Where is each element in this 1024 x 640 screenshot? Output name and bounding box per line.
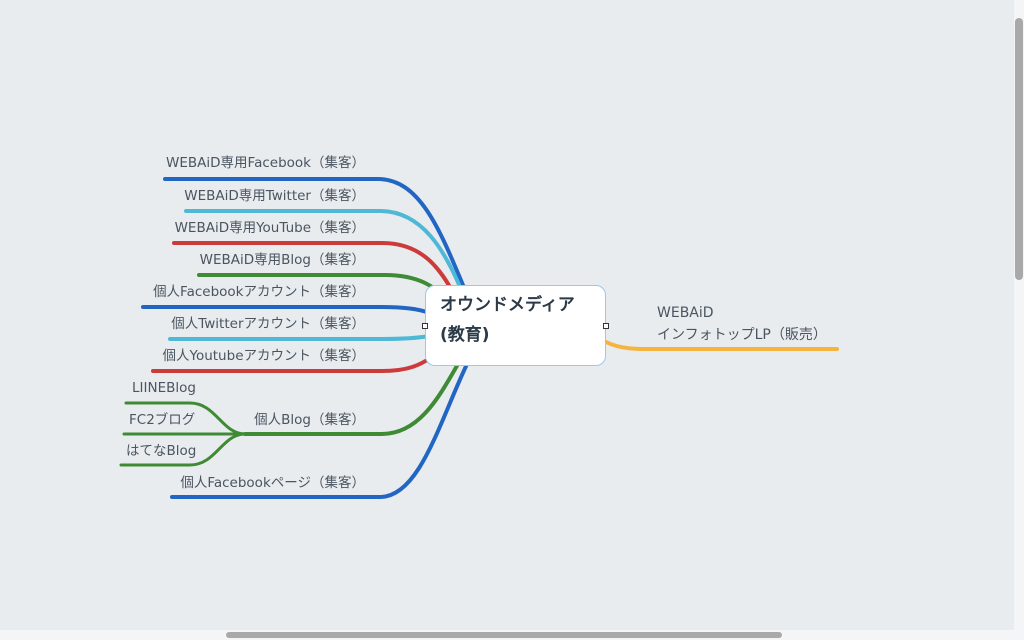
right-topic-label[interactable]: WEBAiD インフォトップLP（販売） <box>657 302 827 346</box>
subtopic-label[interactable]: FC2ブログ <box>129 411 195 428</box>
vertical-scrollbar-thumb[interactable] <box>1015 18 1023 280</box>
topic-label[interactable]: WEBAiD専用Twitter（集客） <box>184 187 365 204</box>
topic-label[interactable]: 個人Twitterアカウント（集客） <box>171 315 365 332</box>
branch-line <box>243 362 460 436</box>
branch-line <box>170 360 470 499</box>
topic-label[interactable]: WEBAiD専用Facebook（集客） <box>166 154 365 171</box>
right-topic-line2: インフォトップLP（販売） <box>657 327 827 343</box>
topic-label[interactable]: 個人Blog（集客） <box>254 411 365 428</box>
branch-line <box>184 209 465 296</box>
right-branch-line <box>604 340 839 352</box>
topic-label[interactable]: WEBAiD専用Blog（集客） <box>200 251 365 268</box>
topic-label[interactable]: 個人Youtubeアカウント（集客） <box>163 347 366 364</box>
left-resize-handle[interactable] <box>422 323 428 329</box>
root-topic-title[interactable]: オウンドメディア (教育) <box>440 290 600 350</box>
branch-line <box>163 177 467 292</box>
topic-label[interactable]: 個人Facebookページ（集客） <box>180 474 365 491</box>
topic-label[interactable]: WEBAiD専用YouTube（集客） <box>175 219 365 236</box>
right-resize-handle[interactable] <box>603 323 609 329</box>
horizontal-scrollbar-thumb[interactable] <box>226 632 782 638</box>
root-topic-line1: オウンドメディア <box>440 295 575 315</box>
sub-branch-line <box>119 432 247 467</box>
subtopic-label[interactable]: LIINEBlog <box>132 380 196 396</box>
subtopic-label[interactable]: はてなBlog <box>126 443 196 459</box>
topic-label[interactable]: 個人Facebookアカウント（集客） <box>153 283 365 300</box>
vertical-scrollbar[interactable] <box>1014 0 1024 640</box>
right-topic-line1: WEBAiD <box>657 305 714 321</box>
branch-line <box>141 305 432 315</box>
horizontal-scrollbar[interactable] <box>0 630 1014 640</box>
root-topic-line2: (教育) <box>440 325 490 345</box>
mind-map-canvas: WEBAiD専用Facebook（集客） WEBAiD専用Twitter（集客）… <box>119 154 839 499</box>
branch-line <box>168 334 432 341</box>
